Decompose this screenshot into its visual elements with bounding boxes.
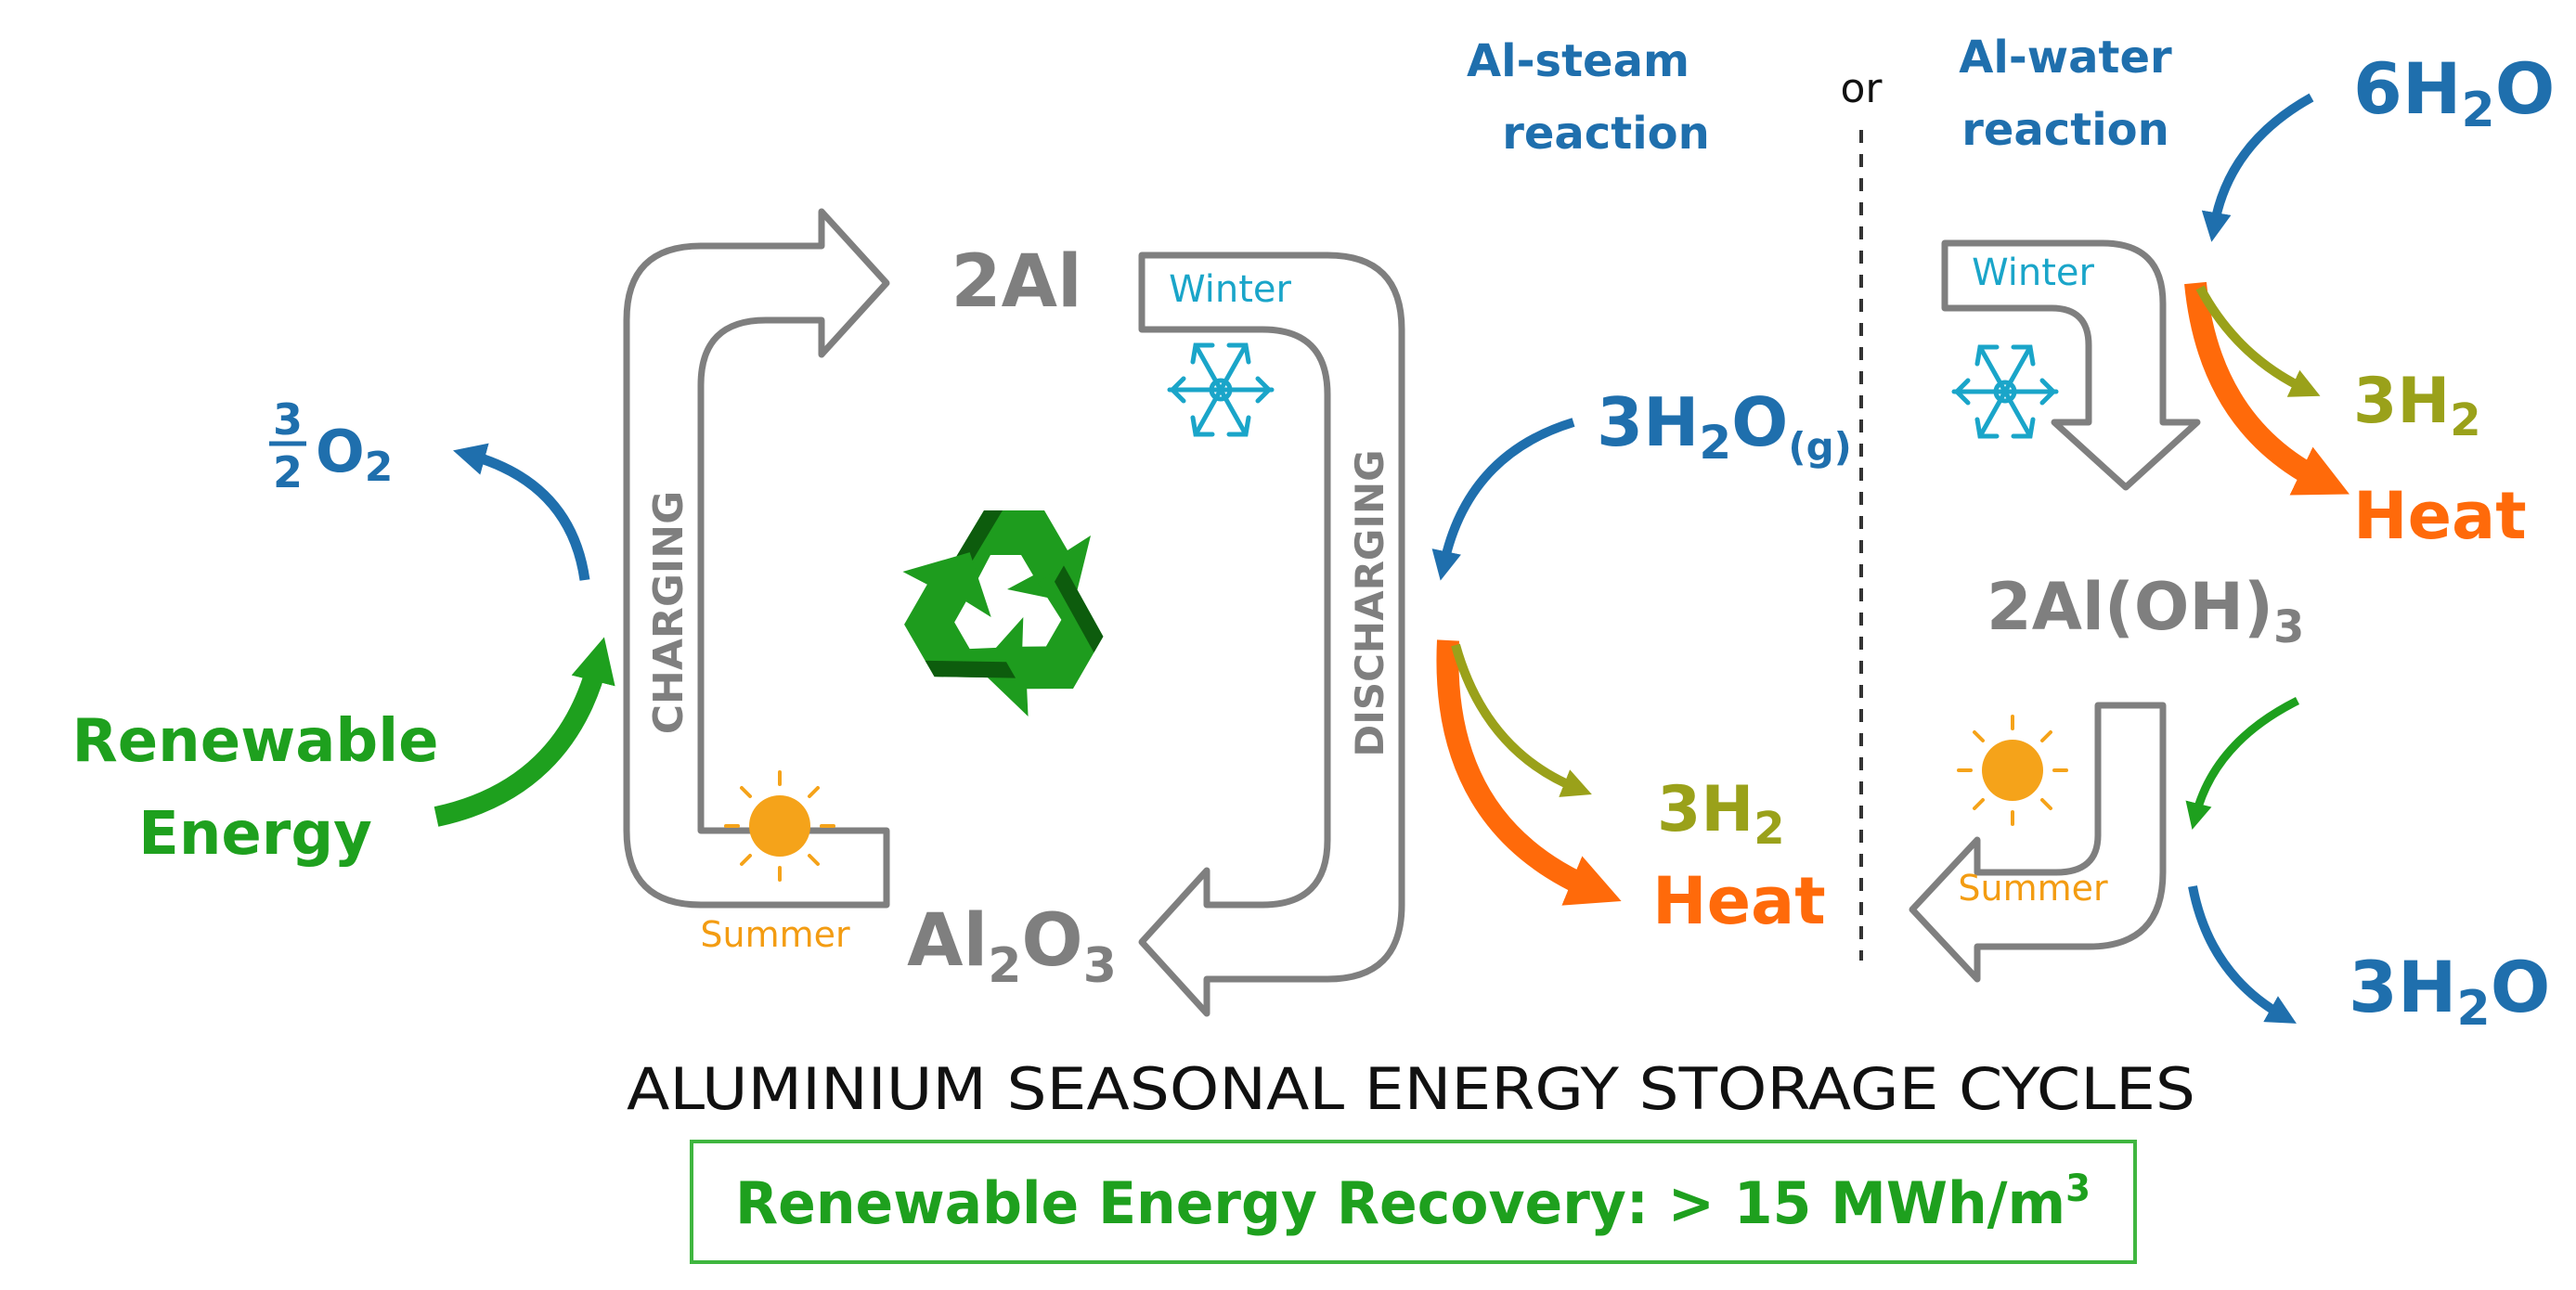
renewable-energy-arrow xyxy=(434,637,615,827)
steam-heat-label: Heat xyxy=(1652,863,1826,939)
diagram-caption: ALUMINIUM SEASONAL ENERGY STORAGE CYCLES xyxy=(627,1055,2195,1123)
water-sun-icon xyxy=(1957,715,2068,826)
recycle-icon xyxy=(881,510,1124,729)
steam-hydrogen-label: 3H2 xyxy=(1657,773,1785,855)
charging-arrow xyxy=(623,208,890,909)
water-hydrogen-label: 3H2 xyxy=(2353,365,2481,446)
summer-label: Summer xyxy=(700,914,850,955)
discharging-arrow xyxy=(1138,252,1405,1017)
water-winter-arrow xyxy=(1941,239,2201,491)
steam-input-arrow xyxy=(1431,418,1575,581)
oxygen-release-arrow xyxy=(453,443,590,581)
or-label: or xyxy=(1840,65,1883,112)
water-output-label: 3H2O xyxy=(2349,946,2550,1037)
recovery-label: Renewable Energy Recovery: > 15 MWh/m3 xyxy=(735,1167,2091,1237)
water-winter-label: Winter xyxy=(1972,252,2094,294)
water-heat-label: Heat xyxy=(2353,478,2527,554)
o2-fraction-numerator: 3 xyxy=(273,394,303,445)
water-hydrogen-arrow xyxy=(2195,285,2321,397)
recovery-box xyxy=(690,1140,2137,1264)
aluminium-hydroxide-label: 2Al(OH)3 xyxy=(1987,569,2304,653)
o2-fraction-denominator: 2 xyxy=(273,447,303,497)
oxygen-label: O2 xyxy=(316,418,393,491)
aluminium-label: 2Al xyxy=(951,240,1081,324)
water-input-arrow xyxy=(2201,93,2314,242)
water-summer-label: Summer xyxy=(1958,868,2108,909)
water-heat-arrow xyxy=(2184,281,2349,496)
steam-heat-arrow xyxy=(1436,639,1622,906)
sun-icon xyxy=(724,770,835,882)
water-renewable-arrow xyxy=(2185,696,2300,830)
winter-label: Winter xyxy=(1169,268,1291,311)
steam-input-label: 3H2O(g) xyxy=(1597,383,1852,470)
water-snowflake-icon xyxy=(1951,344,2059,439)
alumina-label: Al2O3 xyxy=(907,899,1117,994)
steam-hydrogen-arrow xyxy=(1451,643,1592,797)
charging-label: CHARGING xyxy=(645,491,693,734)
water-input-label: 6H2O xyxy=(2353,47,2555,138)
discharging-label: DISCHARGING xyxy=(1347,449,1392,756)
water-output-arrow xyxy=(2188,885,2297,1024)
snowflake-icon xyxy=(1167,342,1275,437)
water-summer-arrow xyxy=(1909,702,2167,983)
